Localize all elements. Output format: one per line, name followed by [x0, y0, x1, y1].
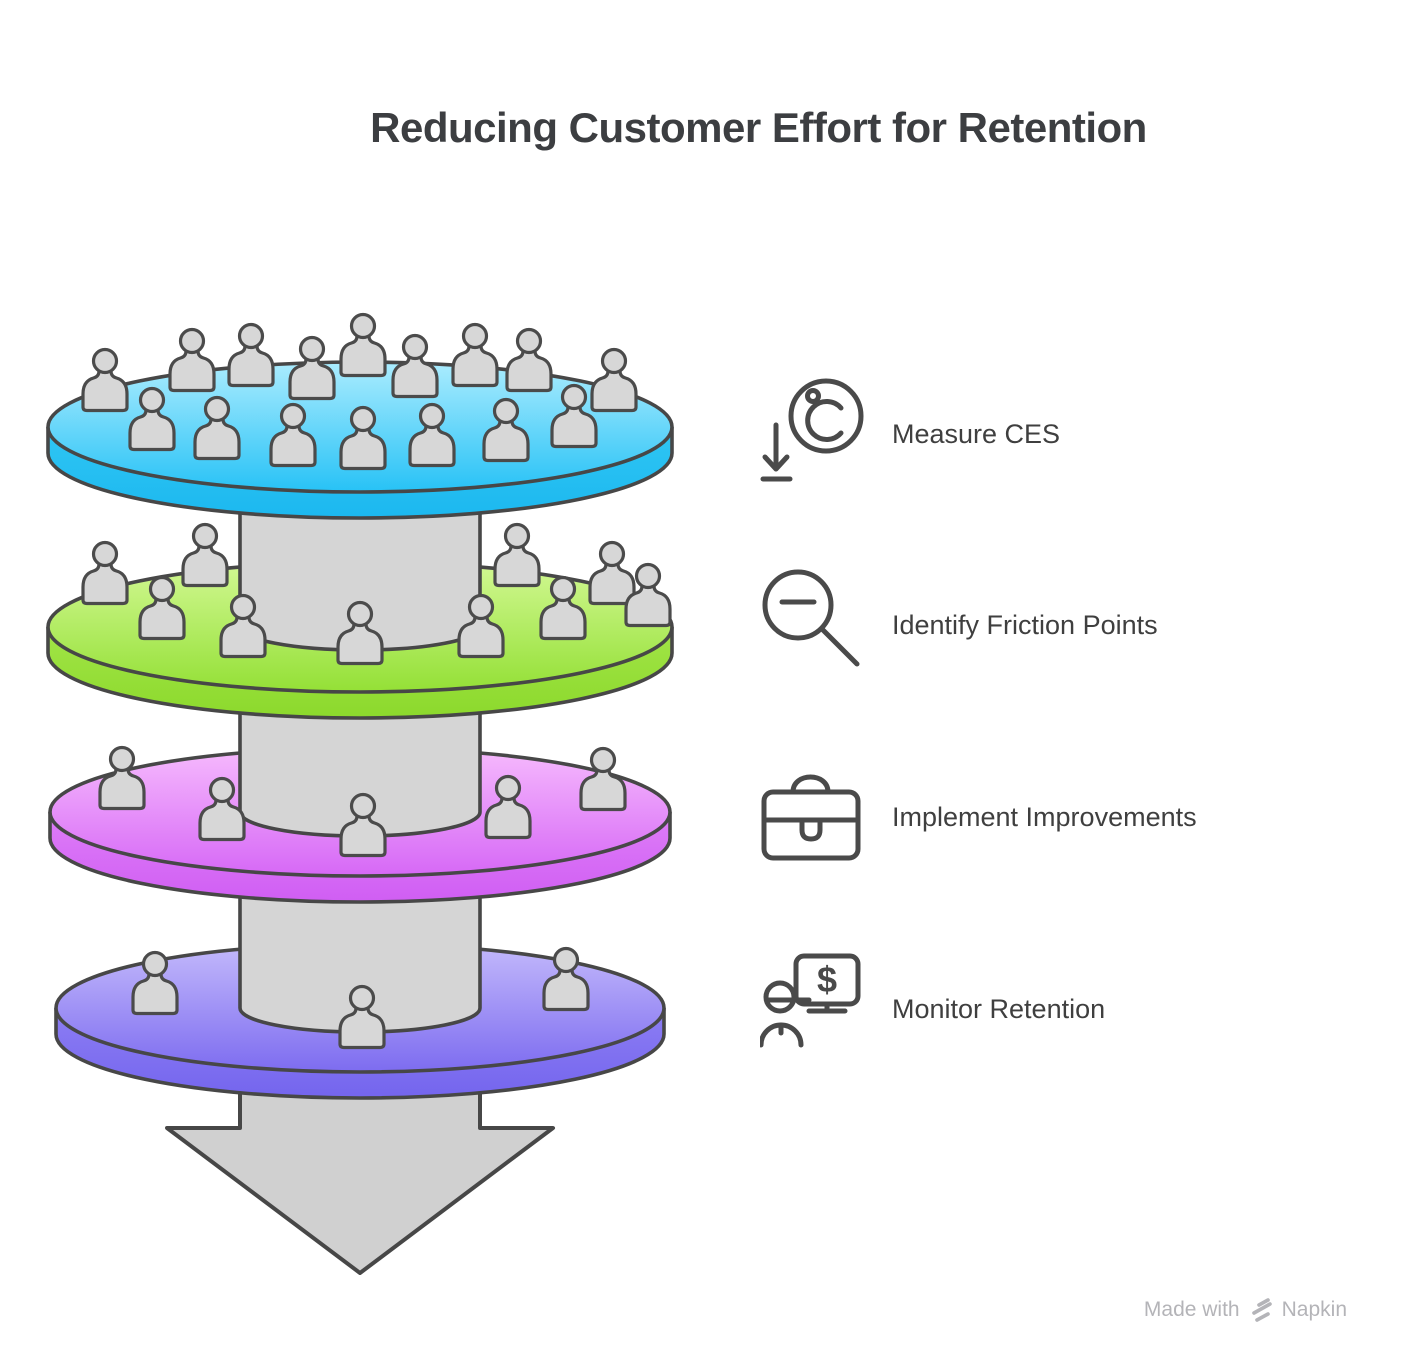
- monitor-dollar-person-icon: $: [760, 953, 861, 1048]
- made-with-text: Made with: [1143, 1298, 1240, 1321]
- page-title: Reducing Customer Effort for Retention: [370, 104, 1147, 151]
- magnifier-minus-icon: [762, 569, 860, 667]
- step-label: Identify Friction Points: [892, 609, 1158, 640]
- briefcase-icon: [761, 774, 861, 861]
- step-label: Measure CES: [892, 418, 1061, 449]
- step-row-monitor-retention: $ Monitor Retention: [760, 951, 1105, 1067]
- napkin-logo-icon: [1251, 1298, 1272, 1322]
- step-row-measure-ces: Measure CES: [760, 376, 1060, 492]
- step-row-identify-friction: Identify Friction Points: [760, 567, 1158, 683]
- step-label: Monitor Retention: [892, 993, 1106, 1024]
- step-row-implement-improvements: Implement Improvements: [760, 759, 1197, 875]
- dollar-glyph: $: [817, 959, 837, 1000]
- made-with-napkin-attribution: Made with Napkin: [1144, 1297, 1347, 1323]
- temperature-decrease-icon: [760, 378, 864, 482]
- customer-funnel-illustration: [46, 312, 674, 1275]
- brand-name: Napkin: [1281, 1298, 1347, 1321]
- step-label: Implement Improvements: [892, 801, 1197, 832]
